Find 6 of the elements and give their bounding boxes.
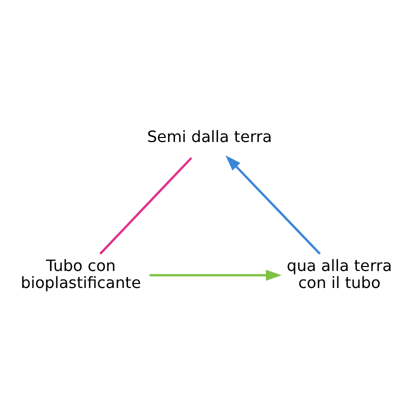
node-text: Semi dalla terra	[147, 126, 272, 146]
arrow	[150, 269, 282, 280]
connector	[99, 156, 192, 254]
node-text: qua alla terra con il tubo	[286, 256, 392, 292]
node-text: Tubo con bioplastificante	[20, 256, 141, 292]
arrow	[226, 154, 321, 254]
